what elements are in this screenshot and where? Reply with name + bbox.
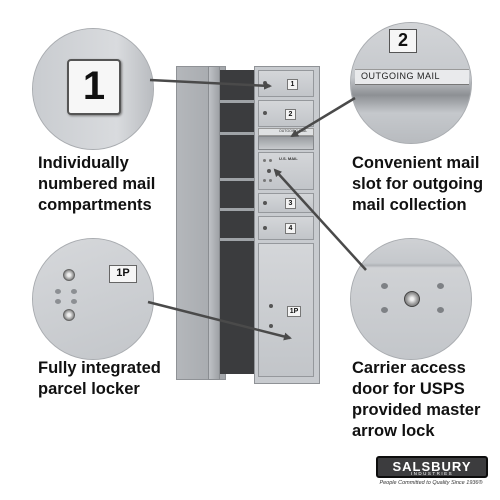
interior-shelf [220, 178, 256, 181]
carrier-lock-detail-circle [350, 238, 472, 360]
parcel-lock-icon [269, 304, 273, 308]
parcel-rivet [55, 289, 61, 294]
callout-line: Individually [38, 154, 129, 172]
callout-parcel: Fully integrated parcel locker [38, 358, 161, 400]
salsbury-logo: SALSBURY INDUSTRIES [376, 456, 488, 478]
door-lock-icon [263, 201, 267, 205]
callout-line: Convenient mail [352, 154, 480, 172]
parcel-rivet [71, 299, 77, 304]
parcel-rivet [55, 299, 61, 304]
rivet-icon [269, 159, 272, 162]
callout-line: Carrier access [352, 359, 466, 377]
numbered-compartment-detail-circle: 1 [32, 28, 154, 150]
outgoing-slot-detail-circle: 2 OUTGOING MAIL [350, 22, 472, 144]
rivet-icon [269, 179, 272, 182]
parcel-door-surface [33, 239, 153, 359]
outgoing-mail-slot[interactable] [258, 136, 314, 150]
compartment-door-2[interactable]: 2 [258, 100, 314, 127]
mailbox-unit: 1 2 OUTGOING MAIL U.S. MAIL 3 4 1P [176, 66, 320, 384]
outgoing-mail-text: OUTGOING MAIL [361, 71, 441, 81]
door-lock-icon [263, 226, 267, 230]
number-tag: 1 [67, 59, 121, 115]
compartment-door-1[interactable]: 1 [258, 70, 314, 97]
open-master-door [208, 66, 220, 380]
slot-number-tag-text: 2 [397, 30, 408, 50]
callout-line: parcel locker [38, 380, 140, 398]
number-tag-text: 1 [82, 64, 106, 108]
parcel-locker-detail-circle: 1P [32, 238, 154, 360]
interior-shelf [220, 100, 256, 103]
callout-line: compartments [38, 196, 152, 214]
callout-line: mail collection [352, 196, 467, 214]
door-number-4: 4 [285, 223, 296, 234]
carrier-rivet [381, 307, 388, 313]
carrier-rivet [437, 307, 444, 313]
mailbox-interior [216, 70, 256, 374]
carrier-access-door[interactable]: U.S. MAIL [258, 152, 314, 190]
callout-carrier: Carrier access door for USPS provided ma… [352, 358, 480, 442]
parcel-rivet [71, 289, 77, 294]
interior-shelf [220, 238, 256, 241]
arrow-lock [404, 291, 420, 307]
usps-plate: U.S. MAIL [279, 156, 298, 161]
outgoing-slot-plate-text: OUTGOING MAIL [279, 129, 308, 133]
door-number-1: 1 [287, 79, 298, 90]
outgoing-mail-plate: OUTGOING MAIL [355, 69, 469, 85]
outgoing-slot-plate: OUTGOING MAIL [258, 128, 314, 136]
rivet-icon [263, 159, 266, 162]
compartment-door-4[interactable]: 4 [258, 216, 314, 240]
parcel-lock-icon [269, 324, 273, 328]
callout-mail-slot: Convenient mail slot for outgoing mail c… [352, 153, 483, 216]
callout-line: numbered mail [38, 175, 156, 193]
carrier-rivet [381, 283, 388, 289]
parcel-number-tag-text: 1P [116, 267, 130, 279]
carrier-rivet [437, 283, 444, 289]
arrow-lock-icon [267, 169, 271, 173]
callout-compartments: Individually numbered mail compartments [38, 153, 155, 216]
interior-shelf [220, 132, 256, 135]
parcel-number-tag: 1P [109, 265, 137, 283]
slot-number-tag: 2 [389, 29, 417, 53]
logo-brand-name: SALSBURY [392, 459, 472, 474]
door-number-3: 3 [285, 198, 296, 209]
parcel-locker-door[interactable]: 1P [258, 243, 314, 377]
rivet-icon [263, 179, 266, 182]
callout-line: slot for outgoing [352, 175, 484, 193]
callout-line: arrow lock [352, 422, 435, 440]
parcel-key-lock-lower [63, 309, 75, 321]
brand-tagline: People Committed to Quality Since 1936® [379, 480, 483, 486]
compartment-door-3[interactable]: 3 [258, 193, 314, 213]
interior-shelf [220, 208, 256, 211]
parcel-door-number: 1P [287, 306, 301, 317]
callout-line: Fully integrated [38, 359, 161, 377]
callout-line: provided master [352, 401, 481, 419]
logo-brand-sub: INDUSTRIES [410, 471, 454, 476]
callout-line: door for USPS [352, 380, 465, 398]
parcel-key-lock [63, 269, 75, 281]
door-number-2: 2 [285, 109, 296, 120]
door-lock-icon [263, 81, 267, 85]
door-lock-icon [263, 111, 267, 115]
